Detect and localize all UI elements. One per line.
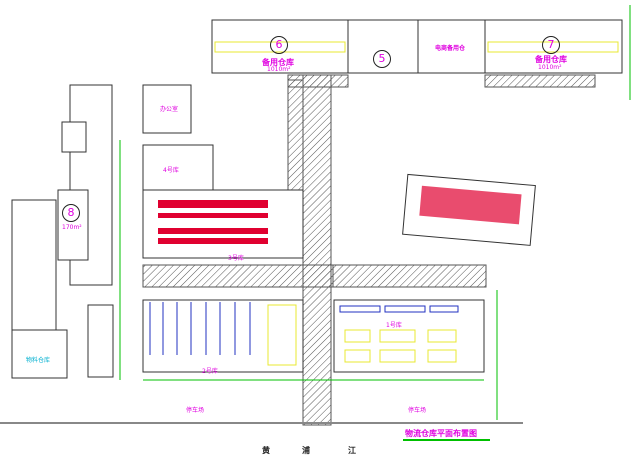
building-number-8: 8 bbox=[62, 204, 80, 222]
racks bbox=[158, 200, 268, 244]
warehouse-2-label: 2号库 bbox=[202, 368, 218, 375]
warehouse-1-label: 1号库 bbox=[386, 322, 402, 329]
ecommerce-warehouse-label: 电商备用仓 bbox=[435, 45, 466, 52]
building-number-7: 7 bbox=[542, 36, 560, 54]
parking-right-label: 停车场 bbox=[408, 407, 427, 414]
roads bbox=[142, 74, 596, 426]
drawing-title: 物流仓库平面布置图 bbox=[405, 429, 477, 438]
parking-left-label: 停车场 bbox=[186, 407, 205, 414]
warehouse-6-area: 1010m² bbox=[267, 66, 291, 73]
warehouse-8-area: 170m² bbox=[62, 224, 82, 231]
building-number-5: 5 bbox=[373, 50, 391, 68]
warehouse-6-label: 备用仓库 bbox=[262, 58, 294, 67]
warehouse-4-label: 4号库 bbox=[163, 167, 179, 174]
river-char-2: 浦 bbox=[302, 446, 310, 455]
river-char-3: 江 bbox=[348, 446, 356, 455]
building-number-6: 6 bbox=[270, 36, 288, 54]
office-label: 办公室 bbox=[160, 106, 179, 113]
material-warehouse-label: 物料仓库 bbox=[26, 357, 51, 364]
warehouse-3-label: 3号库 bbox=[228, 255, 244, 262]
river-char-1: 黄 bbox=[262, 446, 270, 455]
warehouse-7-label: 备用仓库 bbox=[535, 55, 567, 64]
warehouse-7-area: 1010m² bbox=[538, 64, 562, 71]
